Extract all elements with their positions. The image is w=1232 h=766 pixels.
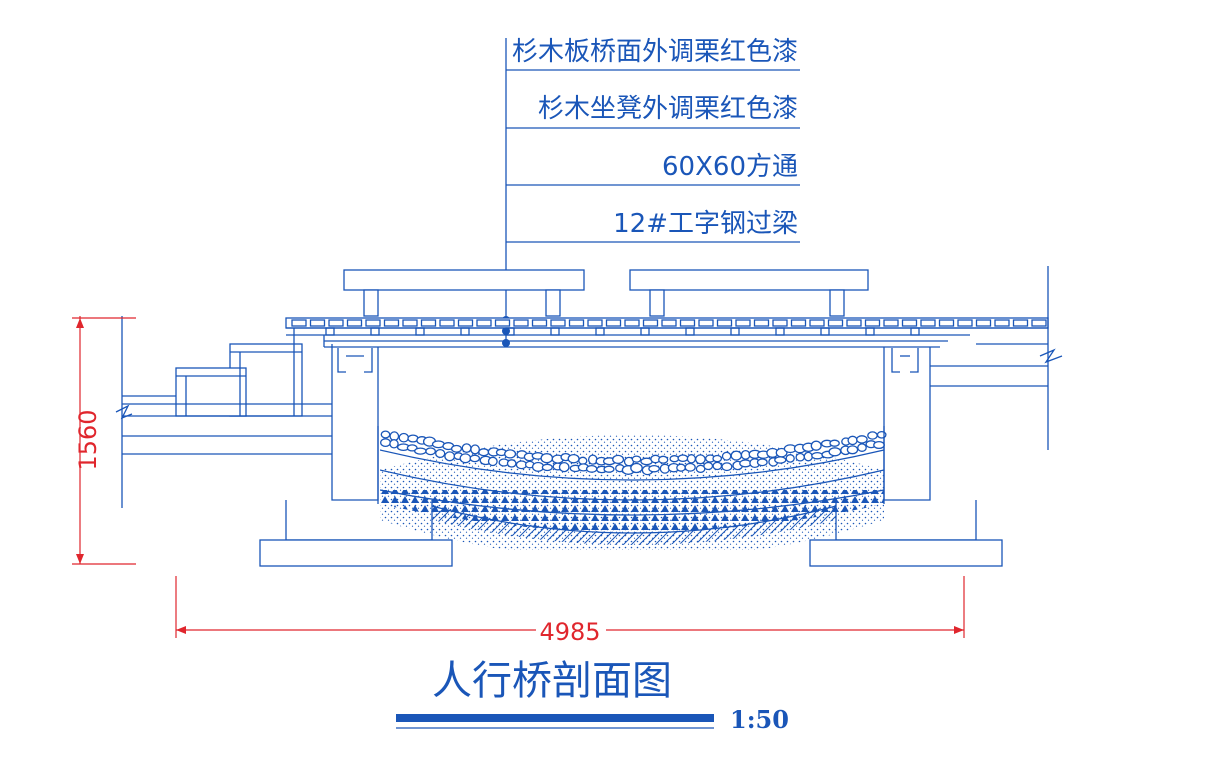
bench-left — [343, 269, 585, 317]
drawing-title: 人行桥剖面图 — [432, 658, 672, 704]
height-dimension — [72, 316, 136, 565]
callout-beam-label: 12#工字钢过梁 — [613, 209, 798, 239]
height-dimension-label: 1560 — [74, 409, 102, 470]
callout-bench-label: 杉木坐凳外调栗红色漆 — [538, 94, 798, 124]
callout-deck-label: 杉木板桥面外调栗红色漆 — [512, 37, 798, 67]
steps — [115, 316, 332, 508]
bridge-deck — [285, 317, 1049, 348]
steel-beam-right — [891, 348, 919, 373]
steel-beam-left — [337, 348, 373, 373]
pebble-layer — [380, 430, 887, 476]
title-underline — [396, 714, 714, 722]
bench-right — [629, 269, 869, 317]
scale-label: 1:50 — [730, 705, 789, 734]
callout-tube-label: 60X60方通 — [662, 152, 798, 182]
abutment-right — [809, 266, 1063, 567]
abutment-left — [259, 344, 453, 567]
span-dimension-label: 4985 — [539, 618, 600, 646]
